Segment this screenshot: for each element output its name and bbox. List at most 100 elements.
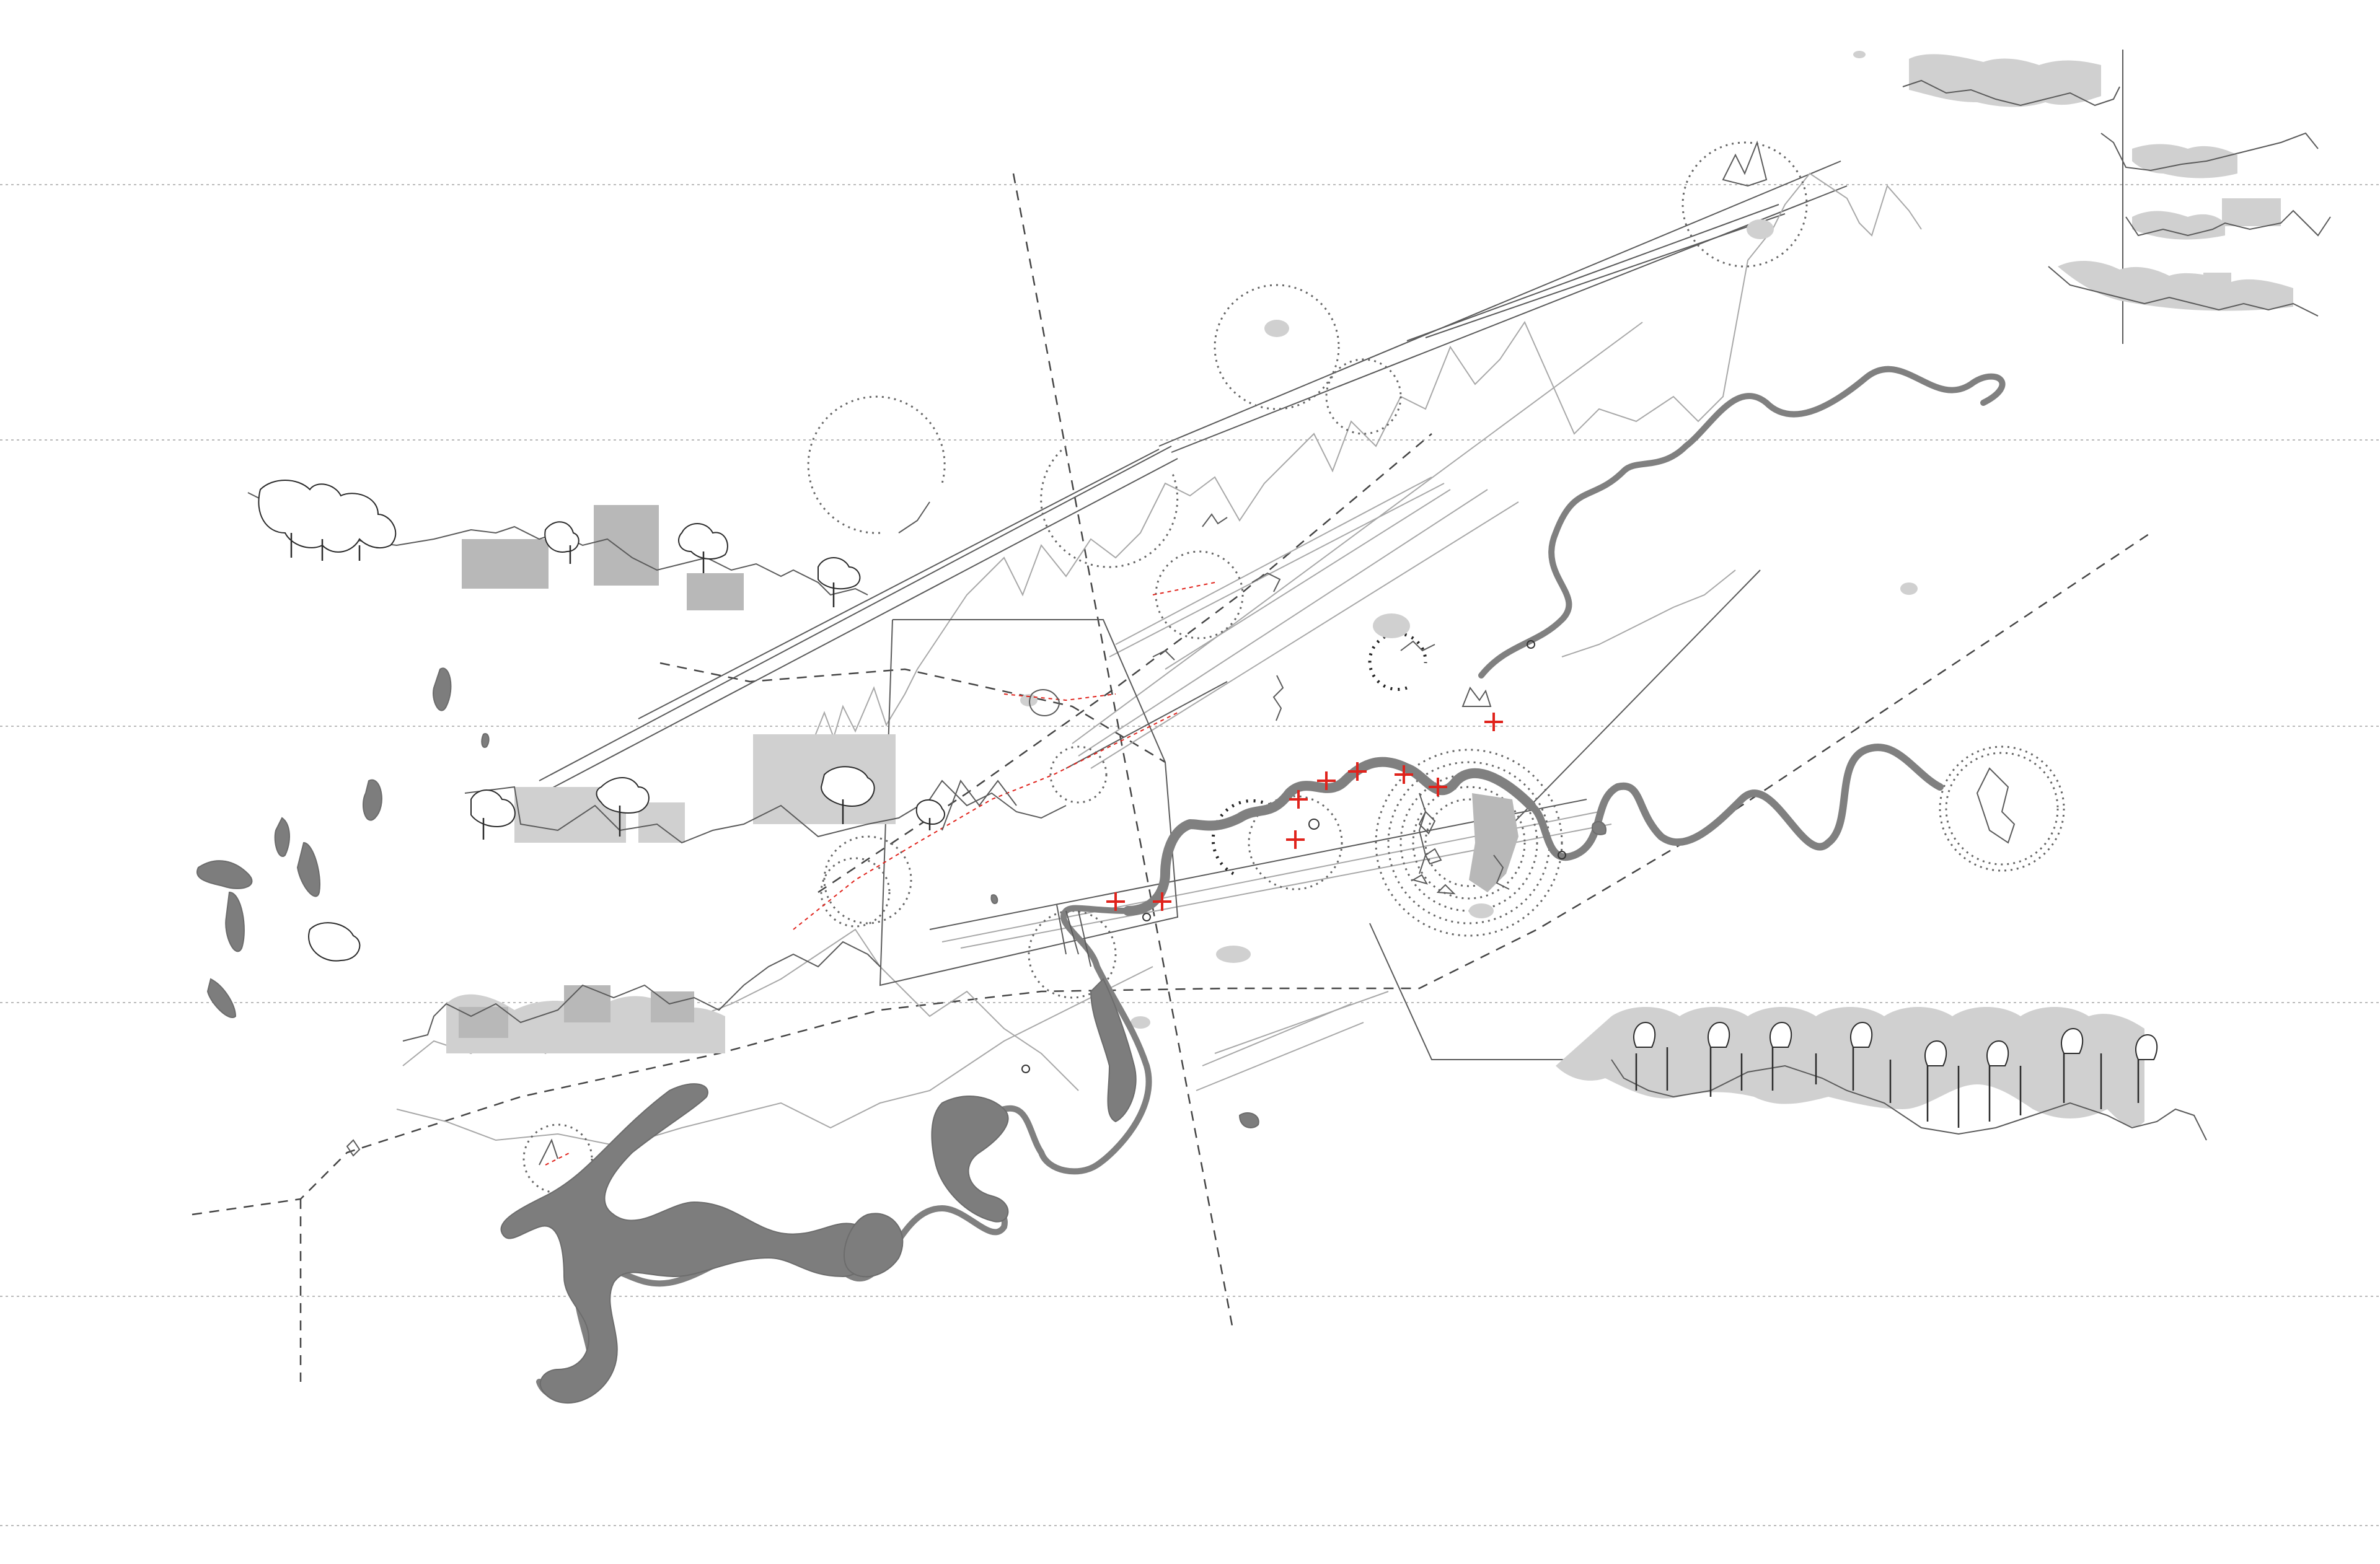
tree-canopy [1986,1040,2009,1066]
corridor-lines [539,160,1848,1091]
elevation-section-east [1556,1007,2207,1141]
red-route [1152,582,1215,595]
tree-canopy [818,557,861,590]
river-upper-channel [1478,366,2006,679]
section-strip-line [1902,79,2120,107]
ground-line [464,780,1067,844]
site-marker [1484,713,1503,731]
tree-canopy [1633,1021,1656,1048]
sketch-fragment [1461,686,1492,707]
building-block [594,505,659,586]
elevation-section-southwest [308,922,881,1053]
sketch-fragment [1493,854,1510,890]
building-block [564,985,610,1022]
sketch-fragment [1418,793,1427,874]
tree-canopy [596,777,650,814]
tree-canopy [915,799,945,825]
target-ring [1412,786,1526,900]
leader-line-northeast [1512,569,1761,825]
dashed-diagonal [818,433,1432,894]
focus-circle [807,395,946,534]
river-system [196,366,2006,1404]
tree-canopy [544,521,580,553]
building-footprints [1411,811,1456,895]
ground-line [247,492,868,596]
focus-circles [522,141,2065,1194]
river-bend-west [844,1213,904,1278]
sketch-fragment [1976,767,2016,844]
tree-canopy [470,789,516,827]
focus-circle [1214,284,1340,410]
sketch-fragment [346,1139,361,1157]
focus-circle [1040,445,1179,568]
building-block [638,802,685,843]
site-marker [1153,892,1171,911]
pond [1238,1112,1259,1128]
ridge-profile-lowest [396,966,1153,1148]
elevation-section-west [247,480,868,610]
sketch-fragment [1400,640,1435,652]
pond [225,891,245,952]
sketch-fragment [898,501,930,534]
site-marker [1348,762,1367,781]
focus-circle [1155,550,1244,639]
section-strip [1909,54,2101,107]
section-strip [2132,144,2237,178]
red-route [545,1152,571,1166]
estuary-body [500,1083,871,1404]
dashed-boundary-lower [192,532,2151,1216]
roofline [941,779,1017,831]
horizontal-guide-lines [0,184,2380,1526]
canopy-mass [1556,1007,2144,1127]
pond [990,894,998,904]
tree-canopy [2135,1034,2158,1060]
section-strip [2058,260,2293,311]
ground-line [402,941,881,1042]
tree-canopy [1770,1021,1792,1048]
elevation-section-middle [464,734,1067,844]
sketch-fragment [1251,572,1281,592]
river-central-channel [1123,757,1536,916]
focus-circle [1945,752,2059,866]
building-block [459,1007,508,1038]
section-strip [2132,211,2225,240]
pond [433,667,452,711]
river-widening [931,1096,1009,1223]
focus-circle [522,1123,593,1194]
focus-circle [823,835,912,925]
pond [481,733,490,748]
sketch-fragment [1272,675,1284,721]
focus-circle [1325,358,1402,435]
river-tributary-south [1090,978,1137,1123]
site-marker [1286,830,1305,849]
site-marker [1429,778,1447,796]
tree-canopy [1850,1021,1873,1048]
ridge-profile-mid [1561,569,1736,657]
section-strip-line [2100,132,2319,172]
site-marker [1106,892,1125,911]
tree-canopy [1708,1021,1730,1048]
building-block [651,991,694,1022]
tree-canopy [2061,1027,2084,1054]
site-marker [1395,765,1413,784]
site-marker [1289,790,1308,809]
focus-circle [1939,745,2065,872]
target-ring [1375,749,1563,937]
dashed-construction-lines [192,173,2151,1382]
sketch-fragments [346,140,2016,1166]
building-block [687,573,744,610]
dashed-boundary-upper [659,662,1166,763]
tree-canopy [820,766,875,807]
tree-canopy [678,523,728,560]
section-block [2222,198,2281,226]
sketch-fragment [1202,513,1228,527]
red-route [1003,693,1116,701]
sketch-fragment [1029,689,1060,717]
tree-canopy [258,480,397,553]
pond [206,978,237,1018]
pond [196,860,253,889]
sketch-fragment [1152,649,1175,661]
pond [296,841,320,897]
focus-circle [1681,141,1808,268]
